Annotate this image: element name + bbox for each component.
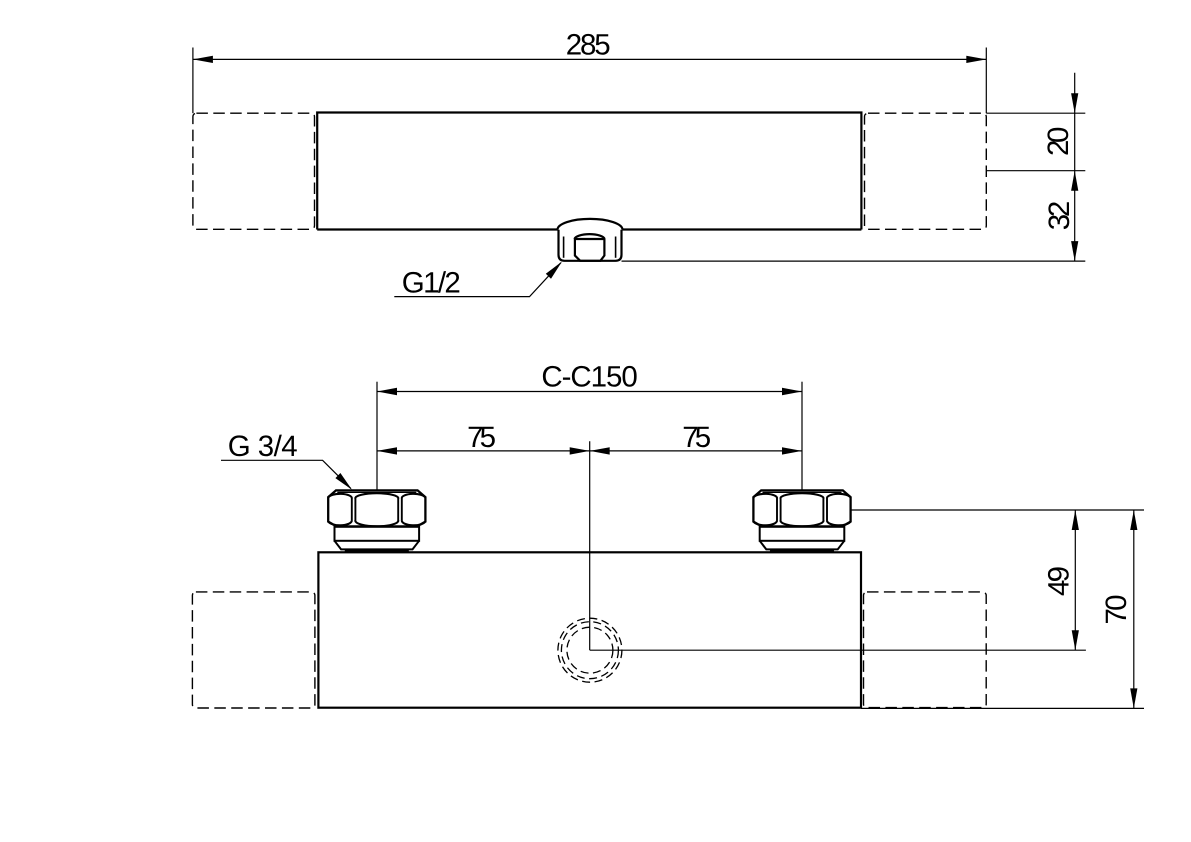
svg-text:49: 49 bbox=[1042, 566, 1075, 596]
svg-text:20: 20 bbox=[1042, 127, 1075, 157]
svg-text:285: 285 bbox=[566, 29, 611, 62]
svg-text:70: 70 bbox=[1100, 595, 1133, 625]
svg-text:G 3/4: G 3/4 bbox=[228, 430, 298, 463]
svg-text:C-C150: C-C150 bbox=[541, 360, 638, 393]
svg-text:75: 75 bbox=[467, 421, 496, 454]
svg-text:32: 32 bbox=[1043, 201, 1076, 231]
svg-text:75: 75 bbox=[682, 421, 711, 454]
svg-text:G1/2: G1/2 bbox=[402, 267, 461, 300]
